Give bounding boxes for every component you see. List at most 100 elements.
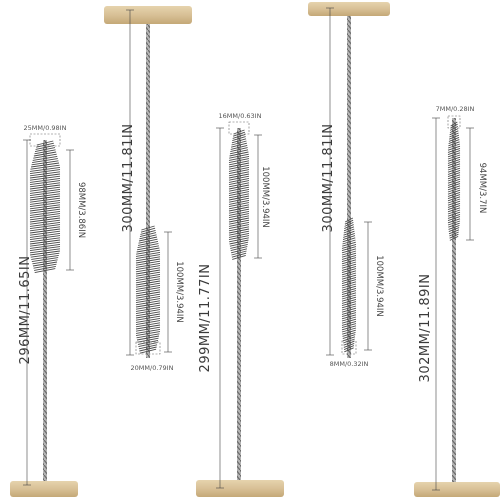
bristle-strand [44, 195, 61, 199]
bristle-strand [228, 162, 240, 166]
bristle-strand [138, 238, 149, 242]
bristle-strand [147, 232, 157, 236]
bristle-strand [33, 155, 46, 159]
brush-4-wire [347, 8, 351, 358]
bristle-strand [449, 233, 455, 237]
bristle-strand [228, 230, 240, 234]
bristle-strand [230, 146, 240, 150]
bristle-strand [228, 208, 240, 212]
bristle-strand [447, 149, 455, 153]
bristle-strand [29, 241, 46, 245]
bristle-strand [135, 326, 149, 330]
bristle-strand [453, 169, 461, 173]
bristle-strand [348, 252, 357, 256]
bristle-strand [238, 182, 250, 186]
bristle-strand [135, 269, 149, 273]
bristle-strand [29, 184, 46, 188]
bristle-strand [228, 201, 240, 205]
bristle-strand [228, 188, 240, 192]
bristle-strand [29, 204, 46, 208]
bristle-strand [449, 130, 455, 134]
bristle-strand [341, 309, 350, 313]
bristle-strand [147, 293, 161, 297]
bristle-strand [44, 177, 61, 181]
bristle-strand [228, 204, 240, 208]
bristle-strand [147, 256, 161, 260]
bristle-strand [341, 318, 350, 322]
bristle-strand [348, 292, 357, 296]
bristle-strand [135, 295, 149, 299]
bristle-strand [29, 248, 46, 252]
bristle-strand [341, 285, 350, 289]
bristle-strand [341, 278, 350, 282]
bristle-strand [348, 217, 354, 221]
bristle-strand [228, 173, 240, 177]
bristle-strand [238, 149, 249, 153]
bristle-strand [147, 344, 158, 348]
bristle-strand [135, 271, 149, 275]
bristle-strand [348, 259, 357, 263]
bristle-strand [238, 129, 245, 133]
bristle-strand [29, 215, 46, 219]
bristle-strand [228, 197, 240, 201]
bristle-strand [348, 230, 355, 234]
bristle-strand [341, 259, 350, 263]
brush-4-length-label: 300MM/11.81IN [321, 124, 336, 233]
bristle-strand [44, 191, 61, 195]
bristle-strand [228, 190, 240, 194]
bristle-strand [342, 336, 350, 340]
brush-2-wire [146, 8, 150, 358]
bristle-strand [44, 241, 61, 245]
bristle-strand [348, 221, 354, 225]
bristle-strand [342, 237, 350, 241]
bristle-strand [135, 333, 149, 337]
bristle-strand [238, 254, 246, 258]
bristle-strand [44, 246, 61, 250]
bristle-strand [44, 237, 61, 241]
bristle-strand [341, 325, 350, 329]
bristle-strand [348, 342, 355, 346]
bristle-strand [135, 262, 149, 266]
bristle-strand [147, 328, 161, 332]
bristle-strand [228, 210, 240, 214]
bristle-strand [135, 256, 149, 260]
bristle-strand [44, 243, 61, 247]
bristle-strand [137, 242, 149, 246]
bristle-strand [453, 172, 461, 176]
bristle-strand [453, 121, 458, 125]
bristle-strand [448, 143, 455, 147]
bristle-strand [44, 162, 60, 166]
bristle-strand [147, 289, 161, 293]
bristle-strand [44, 188, 61, 192]
bristle-strand [147, 331, 161, 335]
bristle-strand [147, 317, 161, 321]
bristle-strand [447, 160, 455, 164]
bristle-strand [447, 211, 455, 215]
bristle-strand [447, 167, 455, 171]
bristle-strand [147, 295, 161, 299]
bristle-strand [232, 138, 240, 142]
bristle-strand [228, 199, 240, 203]
bristle-strand [29, 226, 46, 230]
bristle-strand [135, 258, 149, 262]
bristle-strand [453, 213, 461, 217]
bristle-strand [348, 274, 357, 278]
bristle-strand [138, 346, 149, 350]
brush-3-diameter-label: 16MM/0.63IN [219, 112, 262, 120]
bristle-strand [137, 339, 149, 343]
bristle-strand [453, 178, 461, 182]
bristle-strand [44, 147, 56, 151]
bristle-strand [135, 319, 149, 323]
bristle-strand [36, 142, 46, 146]
bristle-strand [453, 222, 460, 226]
bristle-strand [453, 218, 461, 222]
bristle-strand [228, 219, 240, 223]
bristle-strand [147, 269, 161, 273]
bristle-strand [453, 143, 461, 147]
bristle-strand [135, 291, 149, 295]
bristle-strand [30, 166, 46, 170]
bristle-strand [228, 168, 240, 172]
bristle-strand [343, 340, 350, 344]
brush-5-bristles [447, 121, 461, 241]
bristle-strand [147, 337, 159, 341]
